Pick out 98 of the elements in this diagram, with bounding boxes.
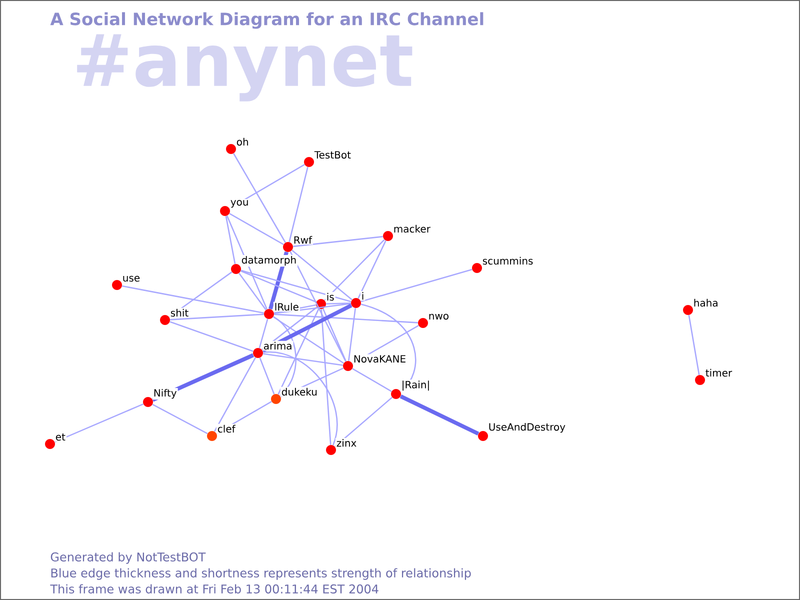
edge-line (292, 250, 352, 300)
user-name: scummins (481, 256, 534, 266)
user-dot (478, 431, 488, 441)
user-dot (383, 231, 393, 241)
edge-line (324, 239, 385, 301)
user-dot (351, 298, 361, 308)
user-dot (326, 445, 336, 455)
edge-line (688, 315, 700, 375)
edge-line (320, 309, 332, 445)
user-name: timer (704, 368, 734, 378)
edge-line (240, 270, 316, 303)
edge-line (322, 308, 347, 362)
user-name: dukeku (280, 386, 318, 397)
user-name: |Rain| (400, 380, 432, 392)
edge-line (263, 352, 338, 446)
edge-line (288, 166, 308, 242)
user-dot (45, 439, 55, 449)
user-name: you (229, 198, 250, 209)
user-name: datamorph (240, 254, 298, 267)
edge-line (348, 308, 356, 361)
edge-line (152, 404, 208, 434)
user-dot (220, 206, 230, 216)
user-name: clef (216, 424, 236, 434)
user-name: is (325, 292, 336, 302)
edge-line (240, 270, 352, 302)
user-dot (316, 299, 326, 309)
edge-line (229, 213, 284, 245)
edge-line (358, 240, 386, 299)
user-dot (683, 305, 693, 315)
edge-line (274, 314, 418, 324)
edge-line (272, 316, 344, 364)
edge-line (214, 357, 256, 432)
user-dot (226, 144, 236, 154)
user-dot (271, 394, 281, 404)
edge-line (225, 216, 236, 264)
title: A Social Network Diagram for an IRC Channel (50, 12, 484, 29)
edge-line (229, 164, 305, 209)
user-dot (418, 318, 428, 328)
user-dot (472, 263, 482, 273)
user-dot (343, 361, 353, 371)
user-dot (143, 397, 153, 407)
edge-line (170, 321, 254, 352)
edge-line (360, 304, 416, 392)
user-name: zinx (335, 438, 358, 448)
user-dot (231, 264, 241, 274)
edge-line (278, 308, 320, 395)
user-name: UseAndDestroy (487, 422, 566, 434)
edge-line (290, 251, 346, 362)
edge-line (233, 153, 286, 243)
user-name: Rwf (292, 235, 314, 245)
user-name: macker (392, 224, 432, 234)
user-dot (264, 309, 274, 319)
user-name: NovaKANE (352, 354, 408, 364)
edge-line (360, 268, 472, 302)
edge-line (262, 304, 352, 352)
user-name: et (54, 432, 66, 442)
footer-note: This frame was drawn at Fri Feb 13 00:11:44 EST 2004 (50, 584, 378, 594)
edge-line (122, 285, 264, 314)
edge-line (238, 272, 266, 310)
edge-line (293, 236, 383, 248)
user-dot (207, 431, 217, 441)
user-dot (391, 389, 401, 399)
edge-line (274, 303, 351, 314)
user-name: i (360, 291, 366, 301)
edge-line (352, 368, 392, 392)
footer-note: Blue edge thickness and shortness represents strength of relationship (51, 568, 471, 580)
edge-line (263, 353, 343, 366)
user-dot (160, 315, 170, 325)
edge-line (334, 396, 392, 448)
node-label: |Rain| (402, 380, 429, 391)
user-dot (253, 348, 263, 358)
user-name: use (121, 274, 142, 283)
user-dot (304, 157, 314, 167)
user-name: TestBot (313, 150, 352, 160)
node-label: nwo (429, 314, 448, 320)
user-name: arima (262, 340, 294, 351)
user-name: Nifty (152, 388, 178, 400)
user-name: haha (692, 298, 720, 308)
user-dot (112, 280, 122, 290)
edge-line (168, 272, 232, 318)
edge-line (170, 314, 264, 320)
user-name: nwo (427, 312, 450, 321)
user-name: shit (169, 308, 190, 318)
user-name: oh (235, 136, 250, 147)
node-label: use (123, 276, 140, 282)
edge-line (268, 251, 289, 310)
edge-line (326, 302, 351, 304)
edge-line (400, 394, 480, 436)
user-dot (283, 242, 293, 252)
edge-line (54, 403, 144, 443)
footer-note: Generated by NotTestBOT (50, 552, 206, 564)
edge-line (258, 318, 268, 348)
user-name: lRule (273, 302, 300, 312)
edge-line (216, 401, 272, 434)
user-dot (695, 375, 705, 385)
edge-line (226, 216, 268, 310)
edge-line (273, 316, 296, 396)
edge-line (259, 358, 275, 394)
